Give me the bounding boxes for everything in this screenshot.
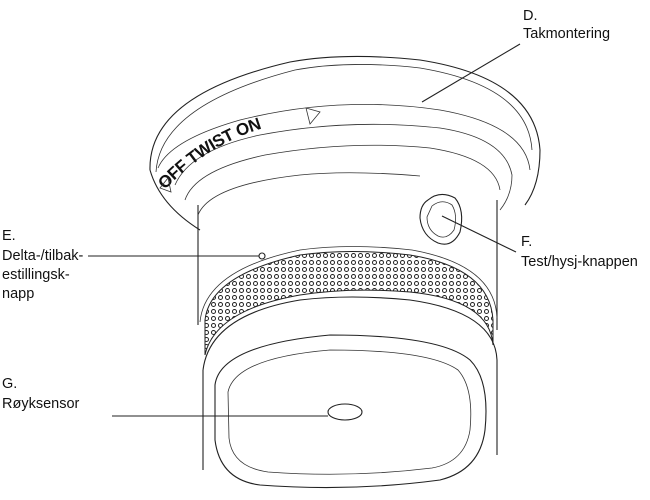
detector-body: [197, 172, 498, 330]
reset-button: [258, 252, 266, 260]
vent-grille: [199, 246, 498, 356]
on-arrow-icon: [305, 107, 321, 125]
label-f-text: Test/hysj-knappen: [521, 254, 638, 270]
bottom-cap: [202, 296, 498, 489]
test-hush-button: [419, 193, 463, 245]
label-e-line2: estillingsk-: [2, 267, 70, 283]
label-e-line1: Delta-/tilbak-: [2, 248, 84, 264]
leader-d: [421, 43, 521, 103]
label-g-text: Røyksensor: [2, 396, 80, 412]
label-g-letter: G.: [2, 376, 17, 392]
off-arrow-icon: [159, 177, 172, 193]
label-f-letter: F.: [521, 234, 532, 250]
ceiling-mount: [149, 55, 541, 231]
smoke-sensor-hole: [327, 403, 363, 421]
label-d-letter: D.: [523, 8, 538, 24]
label-d-text: Takmontering: [523, 26, 610, 42]
leader-f: [441, 215, 517, 253]
label-e-letter: E.: [2, 228, 16, 244]
twist-ring-text: OFF TWIST ON: [154, 114, 263, 193]
label-e-line3: napp: [2, 286, 34, 302]
